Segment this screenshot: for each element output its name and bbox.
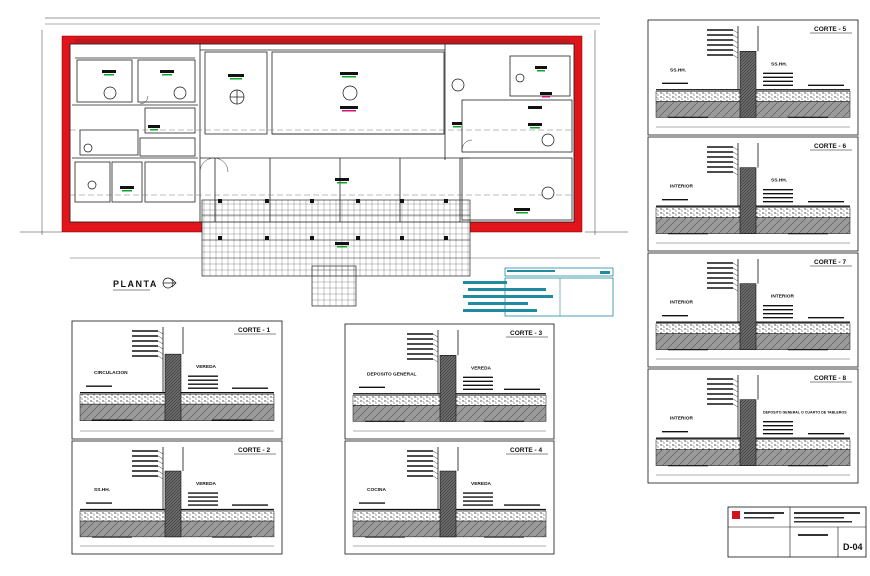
- section-left-label: INTERIOR: [670, 416, 693, 422]
- section-title: CORTE - 5: [814, 26, 847, 33]
- section-title: CORTE - 1: [238, 327, 271, 334]
- section-corte-8: CORTE - 8 INTERIOR DEPOSITO GENERAL O CUAR…: [647, 368, 859, 484]
- section-right-label: VEREDA: [471, 365, 492, 371]
- section-right-label: INTERIOR: [771, 294, 794, 300]
- section-left-label: SS.HH.: [670, 67, 686, 73]
- section-right-label: SS.HH.: [771, 178, 787, 184]
- section-title: CORTE - 7: [814, 259, 847, 266]
- section-title: CORTE - 8: [814, 375, 847, 382]
- section-corte-3: CORTE - 3 DEPOSITO GENERAL VEREDA: [344, 323, 555, 440]
- title-block: D-04: [727, 506, 867, 558]
- section-right-label: VEREDA: [471, 481, 492, 487]
- section-right-label: VEREDA: [196, 481, 217, 487]
- plan-label: PLANTA: [113, 279, 158, 289]
- section-corte-5: CORTE - 5 SS.HH. SS.HH.: [647, 19, 859, 136]
- section-left-label: CIRCULACION: [94, 370, 128, 376]
- section-left-label: INTERIOR: [670, 184, 693, 190]
- section-corte-1: CORTE - 1 CIRCULACION VEREDA: [71, 320, 283, 440]
- section-left-label: SS.HH.: [94, 487, 110, 493]
- floor-plan: PLANTA: [20, 17, 628, 317]
- gallery-grid: [201, 199, 471, 307]
- section-title: CORTE - 3: [510, 330, 543, 337]
- sheet-number: D-04: [843, 542, 863, 552]
- section-left-label: COCINA: [367, 487, 386, 493]
- section-corte-2: CORTE - 2 SS.HH. VEREDA: [71, 440, 283, 555]
- section-title: CORTE - 4: [510, 447, 543, 454]
- section-title: CORTE - 2: [238, 447, 271, 454]
- section-title: CORTE - 6: [814, 143, 847, 150]
- section-right-label: VEREDA: [196, 364, 217, 370]
- legend-table: [463, 267, 614, 317]
- section-left-label: DEPOSITO GENERAL: [367, 371, 417, 377]
- section-right-label: SS.HH.: [771, 61, 787, 67]
- north-arrow-icon: [162, 277, 177, 289]
- section-right-label: DEPOSITO GENERAL O CUARTO DE TABLEROS: [763, 411, 847, 415]
- section-left-label: INTERIOR: [670, 300, 693, 306]
- section-corte-7: CORTE - 7 INTERIOR INTERIOR: [647, 252, 859, 368]
- section-corte-4: CORTE - 4 COCINA VEREDA: [344, 440, 555, 555]
- section-corte-6: CORTE - 6 INTERIOR SS.HH.: [647, 136, 859, 252]
